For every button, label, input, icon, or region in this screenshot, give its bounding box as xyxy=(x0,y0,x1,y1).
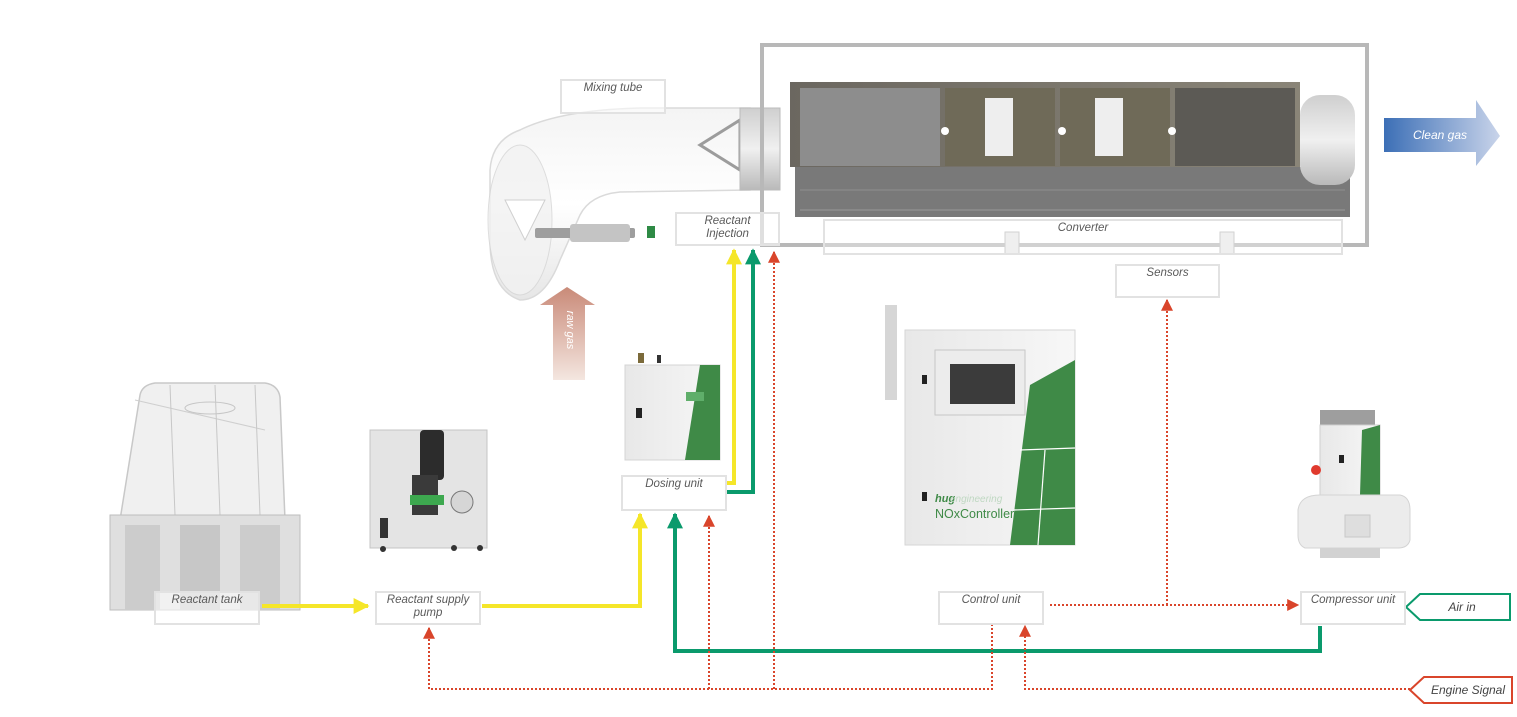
reactant-supply-pump-illustration xyxy=(369,429,488,552)
mixing-tube-illustration xyxy=(487,107,781,301)
mixing-tube-label: Mixing tube xyxy=(560,79,666,114)
reactant-tank-label: Reactant tank xyxy=(154,591,260,625)
engine-signal-tag: Engine Signal xyxy=(1408,676,1513,704)
air-line-dosing-to-injection xyxy=(727,248,761,494)
reactant-supply-pump-text-2: pump xyxy=(413,607,443,619)
converter-illustration xyxy=(760,43,1369,255)
raw-gas-arrow xyxy=(540,287,595,380)
dosing-unit-text: Dosing unit xyxy=(645,478,703,490)
controller-name: NOxController xyxy=(935,507,1014,521)
air-in-tag: Air in xyxy=(1404,593,1511,621)
reactant-supply-pump-label: Reactant supply pump xyxy=(375,591,481,625)
converter-text: Converter xyxy=(1057,222,1109,234)
reactant-tank-text: Reactant tank xyxy=(171,594,243,606)
dosing-unit-illustration xyxy=(624,353,721,461)
brand-suffix: engineering xyxy=(950,494,1003,505)
reactant-supply-pump-text-1: Reactant supply xyxy=(386,594,470,606)
clean-gas-arrow xyxy=(1384,100,1500,166)
reactant-injection-label: Reactant Injection xyxy=(675,212,780,246)
air-line-compressor-to-dosing xyxy=(667,512,1322,653)
sensors-text: Sensors xyxy=(1146,267,1189,279)
compressor-unit-text: Compressor unit xyxy=(1310,594,1396,606)
engine-signal-label: Engine Signal xyxy=(1431,683,1505,697)
control-unit-illustration: hug engineering NOxController xyxy=(885,305,1076,546)
clean-gas-label: Clean gas xyxy=(1413,128,1467,142)
reactant-injection-text-2: Injection xyxy=(706,228,749,240)
reactant-line-dosing-to-injection xyxy=(726,248,742,485)
signal-line-control-to-pump xyxy=(423,624,993,690)
brand-prefix: hug xyxy=(935,493,955,505)
converter-label: Converter xyxy=(823,219,1343,255)
compressor-unit-label: Compressor unit xyxy=(1300,591,1406,625)
raw-gas-label: raw gas xyxy=(564,311,576,350)
signal-line-engine-to-control xyxy=(1019,624,1410,690)
control-unit-text: Control unit xyxy=(961,594,1021,606)
control-unit-label: Control unit xyxy=(938,591,1044,625)
mixing-tube-text: Mixing tube xyxy=(583,82,643,94)
compressor-unit-illustration xyxy=(1297,410,1411,558)
dosing-unit-label: Dosing unit xyxy=(621,475,727,511)
reactant-line-pump-to-dosing xyxy=(482,512,648,608)
sensors-label: Sensors xyxy=(1115,264,1220,298)
air-in-label: Air in xyxy=(1447,600,1476,614)
reactant-injection-text-1: Reactant xyxy=(704,215,751,227)
